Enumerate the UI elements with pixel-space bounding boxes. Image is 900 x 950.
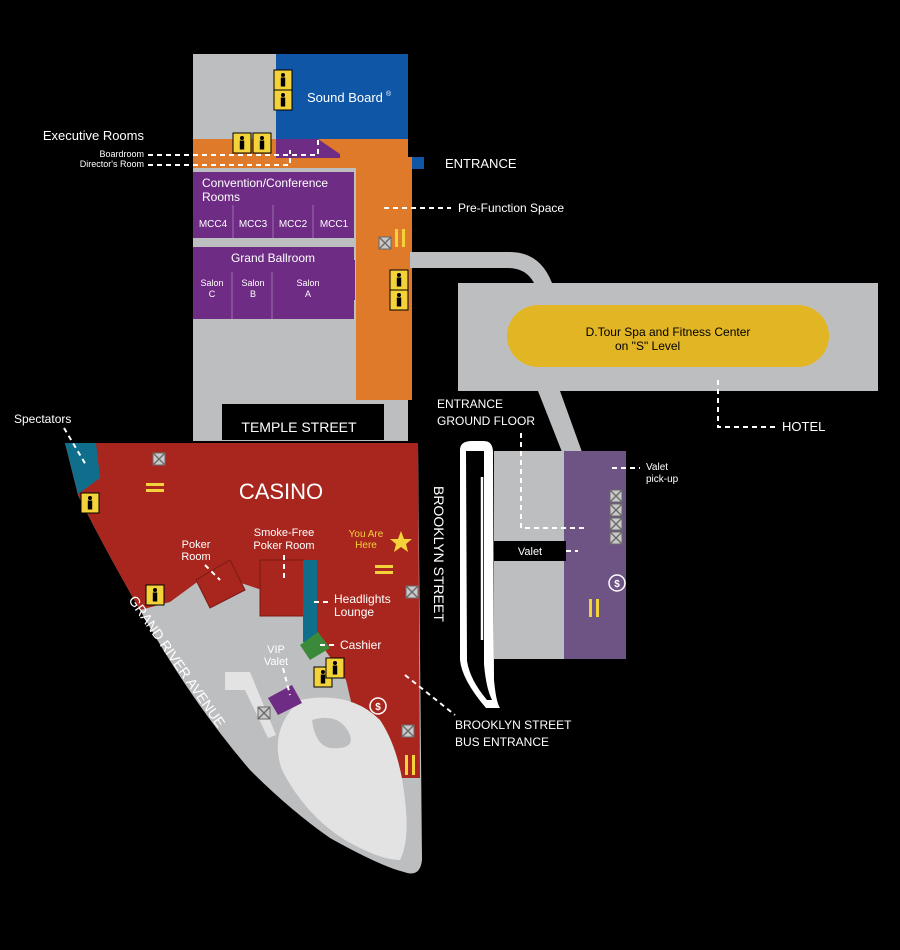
- you-are-here-label-1: You Are: [349, 529, 384, 540]
- executive-rooms-label: Executive Rooms: [43, 128, 145, 143]
- svg-text:$: $: [375, 702, 381, 713]
- boardroom-label: Boardroom: [99, 149, 144, 159]
- hotel-label: HOTEL: [782, 419, 825, 434]
- salon-b-label: Salon: [241, 278, 264, 288]
- valet-label: Valet: [518, 546, 542, 558]
- casino-drive-loop: [277, 697, 407, 860]
- escalator-icon: [146, 229, 599, 775]
- headlights-lounge[interactable]: [303, 560, 317, 642]
- atm-icon: $ $: [369, 574, 626, 715]
- mcc2-label: MCC2: [279, 219, 308, 230]
- directors-room-label: Director's Room: [80, 159, 144, 169]
- valet-pickup-label-2: pick-up: [646, 474, 679, 485]
- bus-entrance-label-2: BUS ENTRANCE: [455, 735, 549, 749]
- brooklyn-street-label: BROOKLYN STREET: [431, 486, 447, 622]
- smoke-free-poker-room[interactable]: [259, 559, 305, 617]
- bus-entrance-label-1: BROOKLYN STREET: [455, 718, 572, 732]
- cashier[interactable]: [300, 632, 330, 660]
- entrance-label: ENTRANCE: [445, 156, 517, 171]
- executive-rooms[interactable]: [276, 139, 340, 158]
- spectators-area[interactable]: [65, 443, 100, 494]
- casino-floor[interactable]: [65, 443, 420, 778]
- salon-c-label: Salon: [200, 278, 223, 288]
- mcc4-label: MCC4: [199, 219, 228, 230]
- salon-a-label: Salon: [296, 278, 319, 288]
- spectators-label: Spectators: [14, 412, 71, 426]
- temple-street-bar: [222, 404, 384, 440]
- temple-street-label: TEMPLE STREET: [241, 419, 357, 435]
- mcc1-label: MCC1: [320, 219, 349, 230]
- salon-b-letter: B: [250, 289, 256, 299]
- headlights-label-2: Lounge: [334, 605, 374, 619]
- spa-label-1: D.Tour Spa and Fitness Center: [586, 325, 751, 339]
- vip-valet[interactable]: [268, 685, 302, 715]
- salon-a-letter: A: [305, 289, 311, 299]
- entrance-ground-label-2: GROUND FLOOR: [437, 414, 535, 428]
- smoke-free-label-1: Smoke-Free: [254, 527, 315, 539]
- you-are-here-star-icon: [390, 531, 412, 552]
- grand-ballroom[interactable]: [193, 247, 354, 319]
- pre-function-space[interactable]: [193, 139, 412, 400]
- casino-label: CASINO: [239, 479, 323, 504]
- entrance-ground-label-1: ENTRANCE: [437, 397, 503, 411]
- sound-board-mark: ®: [386, 90, 392, 98]
- cashier-label: Cashier: [340, 638, 381, 652]
- valet-pickup-area[interactable]: [564, 451, 626, 659]
- svg-text:$: $: [614, 579, 620, 590]
- pre-function-label: Pre-Function Space: [458, 201, 564, 215]
- convention-label-1: Convention/Conference: [202, 176, 328, 190]
- spa-label-2: on "S" Level: [615, 339, 680, 353]
- poker-room-label-1: Poker: [182, 539, 211, 551]
- spa-fitness-center[interactable]: [507, 305, 829, 367]
- convention-label-2: Rooms: [202, 190, 240, 204]
- mcc3-label: MCC3: [239, 219, 268, 230]
- valet-stand[interactable]: [494, 541, 566, 561]
- sound-board-label: Sound Board: [307, 90, 383, 105]
- poker-room[interactable]: [195, 559, 246, 609]
- valet-pickup-label-1: Valet: [646, 462, 668, 473]
- headlights-label-1: Headlights: [334, 592, 391, 606]
- salon-c-letter: C: [209, 289, 216, 299]
- smoke-free-label-2: Poker Room: [253, 540, 314, 552]
- hotel-walkway: [538, 391, 582, 452]
- poker-room-label-2: Room: [181, 551, 210, 563]
- grand-ballroom-label: Grand Ballroom: [231, 251, 315, 265]
- vip-valet-label-2: Valet: [264, 656, 288, 668]
- hotel-skywalk: [410, 252, 552, 283]
- you-are-here-label-2: Here: [355, 540, 377, 551]
- vip-valet-label-1: VIP: [267, 644, 285, 656]
